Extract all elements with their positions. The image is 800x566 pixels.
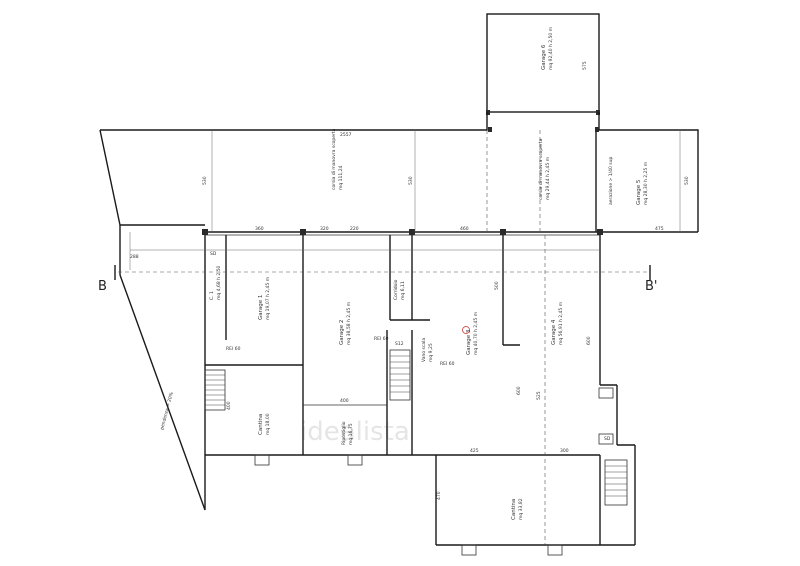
dim-4: 360 [255, 226, 264, 232]
ramp-note: pendenza = 20% [159, 391, 175, 431]
fixture-rei-left: REI 60 [226, 346, 241, 352]
dim-17: 400 [340, 398, 349, 404]
dim-11: 600 [586, 336, 592, 345]
dim-31: 300 [560, 448, 569, 454]
dim-2: 530 [408, 176, 414, 185]
svg-text:Garage 6: Garage 6 [541, 44, 547, 70]
interior-walls [205, 235, 636, 546]
room-label-garage3: Garage 3 mq 40,70 h 2,45 m [466, 312, 479, 355]
svg-text:aerazione > 1/40 sup: aerazione > 1/40 sup [608, 157, 614, 205]
dimension-lines [129, 130, 681, 270]
room-label-maneuver: corsia di manovra scoperta mq 111,24 [331, 128, 344, 190]
dim-19: 470 [436, 491, 442, 500]
svg-text:Corridoio: Corridoio [393, 279, 399, 300]
room-label-garage2: Garage 2 mq 38,58 h 2,45 m [339, 302, 352, 345]
room-label-garage4: Garage 4 mq 56,91 h 2,45 m [551, 302, 564, 345]
stair-center [389, 349, 411, 401]
room-label-garage1: Garage 1 mq 19,07 h 2,45 m [258, 277, 271, 320]
svg-text:Garage 3: Garage 3 [466, 329, 472, 355]
fixture-s12: S12 [395, 341, 404, 347]
svg-text:Ripostiglio: Ripostiglio [341, 421, 347, 445]
svg-text:mq 40,70 h 2,45 m: mq 40,70 h 2,45 m [473, 312, 479, 355]
window-units [254, 387, 614, 556]
svg-text:mq 111,24: mq 111,24 [338, 165, 344, 190]
room-label-aeration: aerazione > 1/40 sup [608, 157, 614, 205]
svg-text:mq 19,07 h 2,45 m: mq 19,07 h 2,45 m [265, 277, 271, 320]
svg-text:mq 38,58 h 2,45 m: mq 38,58 h 2,45 m [346, 302, 352, 345]
svg-text:mq 33,82: mq 33,82 [518, 498, 524, 520]
stair-right [604, 459, 628, 506]
svg-text:Cantina: Cantina [511, 499, 517, 520]
svg-text:mq 92,40 h 2,50 m: mq 92,40 h 2,50 m [548, 27, 554, 70]
svg-text:Garage 4: Garage 4 [551, 319, 557, 345]
section-mark-right: B' [645, 279, 658, 294]
svg-text:Vano scala: Vano scala [421, 338, 427, 362]
stair-left [204, 369, 226, 411]
room-label-ripostiglio: Ripostiglio mq 16,75 [341, 421, 354, 445]
room-label-cantina3: Cantina mq 33,82 [511, 498, 524, 520]
garage-6-block [486, 13, 600, 115]
dim-10: 288 [130, 254, 139, 260]
outer-walls [99, 112, 699, 511]
svg-text:corsia di manovra scoperta: corsia di manovra scoperta [538, 138, 544, 200]
svg-text:mq 28,30 h 2,25 m: mq 28,30 h 2,25 m [643, 162, 649, 205]
svg-text:mq 6,11: mq 6,11 [400, 281, 406, 300]
dim-5: 460 [460, 226, 469, 232]
svg-text:Garage 5: Garage 5 [636, 179, 642, 205]
room-label-garage6: Garage 6 mq 92,40 h 2,50 m [541, 27, 554, 70]
fixture-sd-2: SD [604, 436, 611, 442]
svg-text:mq 9,25: mq 9,25 [428, 343, 434, 362]
fixture-rei-center: REI 60 [374, 336, 389, 342]
fixture-rei-right: REI 60 [440, 361, 455, 367]
watermark: idealista [300, 417, 410, 447]
dim-27: 575 [582, 61, 588, 70]
dim-18: 400 [226, 401, 232, 410]
svg-text:Cantina: Cantina [258, 414, 264, 435]
columns [202, 127, 603, 235]
svg-text:mq 29,44 h 2,45 m: mq 29,44 h 2,45 m [545, 157, 551, 200]
room-label-corridoio: Corridoio mq 6,11 [393, 279, 406, 300]
svg-text:Garage 2: Garage 2 [339, 320, 345, 345]
svg-text:C. 1: C. 1 [209, 291, 215, 300]
room-label-cantina1: C. 1 mq 4,68 h 2,50 [209, 265, 222, 300]
svg-text:mq 16,75: mq 16,75 [348, 423, 354, 445]
svg-text:mq 18,00: mq 18,00 [265, 413, 271, 435]
dim-3: 530 [684, 176, 690, 185]
svg-text:Garage 1: Garage 1 [258, 295, 264, 320]
section-line [114, 265, 651, 280]
svg-text:mq 56,91 h 2,45 m: mq 56,91 h 2,45 m [558, 302, 564, 345]
dim-30: 600 [516, 386, 522, 395]
dim-0: 2557 [340, 132, 352, 138]
room-label-maneuver-2: corsia di manovra scoperta mq 29,44 h 2,… [538, 138, 551, 200]
dim-13: 475 [655, 226, 664, 232]
fixture-sd-1: SD [210, 251, 217, 257]
unit-marker [462, 326, 470, 334]
room-label-cantina2: Cantina mq 18,00 [258, 413, 271, 435]
svg-text:corsia di manovra scoperta: corsia di manovra scoperta [331, 128, 337, 190]
dim-6: 220 [350, 226, 359, 232]
room-label-garage5: Garage 5 mq 28,30 h 2,25 m [636, 162, 649, 205]
dim-16: 525 [536, 391, 542, 400]
svg-text:mq 4,68 h 2,50: mq 4,68 h 2,50 [216, 265, 222, 300]
dim-29: 500 [494, 281, 500, 290]
section-mark-left: B [98, 279, 107, 294]
svg-text:pendenza = 20%: pendenza = 20% [159, 391, 175, 431]
dim-7: 320 [320, 226, 329, 232]
dim-1: 530 [202, 176, 208, 185]
dim-12: 425 [470, 448, 479, 454]
room-label-vano-scala: Vano scala mq 9,25 [421, 338, 434, 362]
